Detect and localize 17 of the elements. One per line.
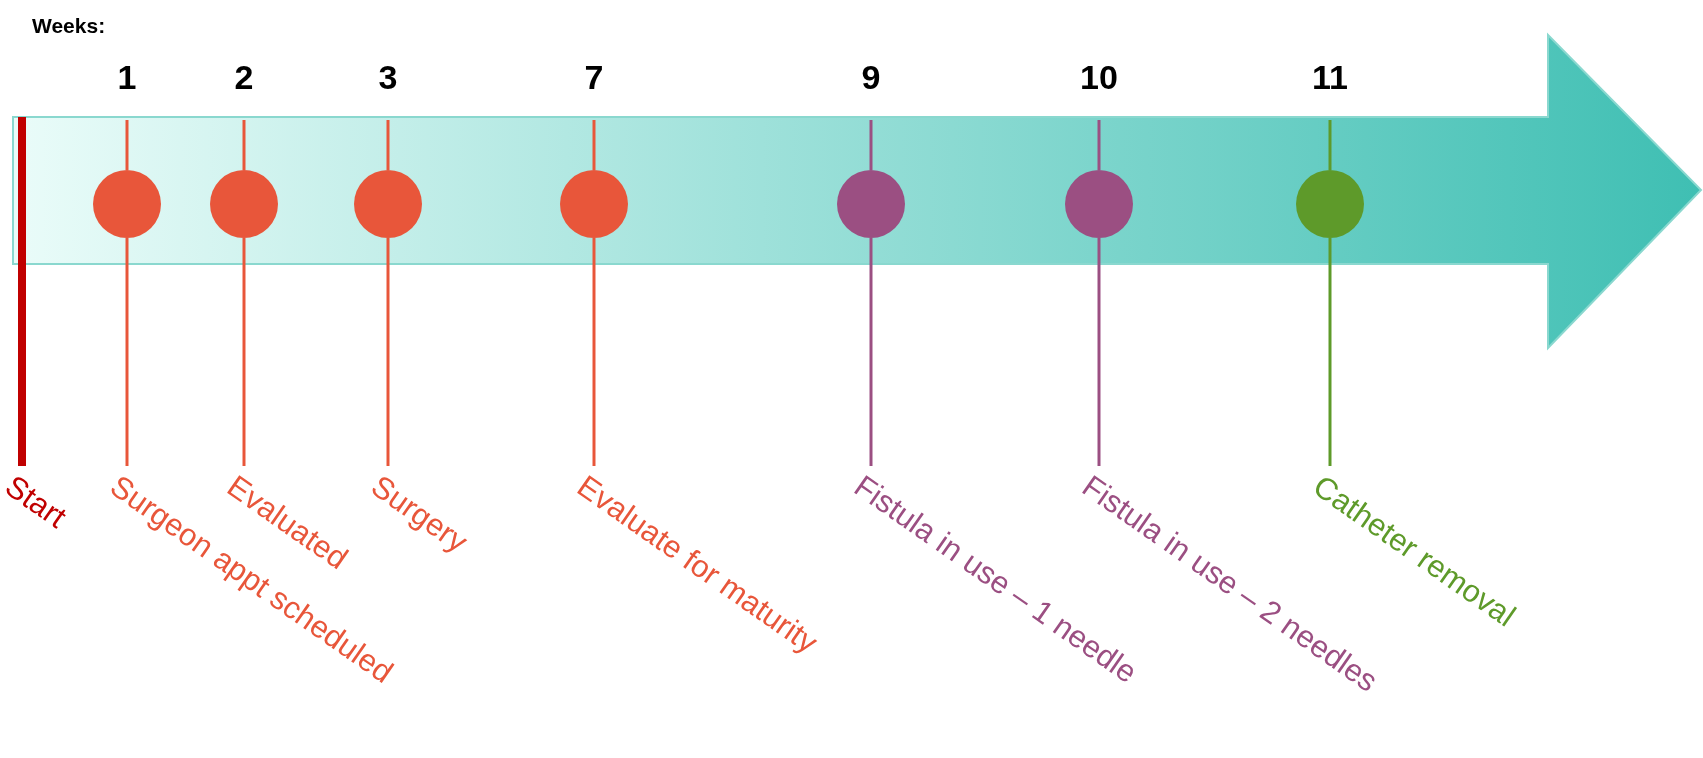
week-number: 3	[378, 60, 398, 94]
week-number: 10	[1080, 60, 1118, 94]
milestone-line	[1328, 238, 1332, 466]
milestone-label: Start	[0, 470, 72, 533]
milestone-line	[125, 238, 129, 466]
week-number: 9	[861, 60, 881, 94]
week-number: 1	[117, 60, 137, 94]
start-bar	[18, 117, 26, 264]
milestone-line	[1097, 238, 1101, 466]
milestone-line	[386, 238, 390, 466]
axis-title: Weeks:	[32, 14, 106, 38]
week-number: 11	[1312, 60, 1348, 94]
milestone-line	[592, 238, 596, 466]
milestone-line	[242, 238, 246, 466]
milestone-line	[869, 238, 873, 466]
week-number: 2	[234, 60, 254, 94]
week-number: 7	[584, 60, 604, 94]
